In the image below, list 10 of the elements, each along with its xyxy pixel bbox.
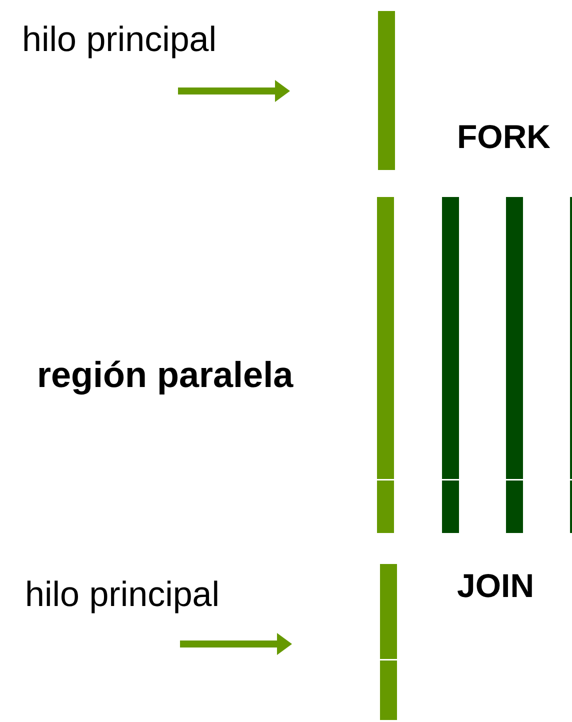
thread-bar xyxy=(442,197,459,533)
thread-bar xyxy=(506,197,523,533)
section-label: FORK xyxy=(457,120,550,153)
thread-bar xyxy=(378,11,395,170)
section-label: JOIN xyxy=(457,569,534,602)
thread-label: hilo principal xyxy=(25,577,220,612)
thread-bar xyxy=(380,564,397,720)
thread-bar xyxy=(377,197,394,533)
thread-label: hilo principal xyxy=(22,22,217,57)
section-label: región paralela xyxy=(37,357,294,393)
